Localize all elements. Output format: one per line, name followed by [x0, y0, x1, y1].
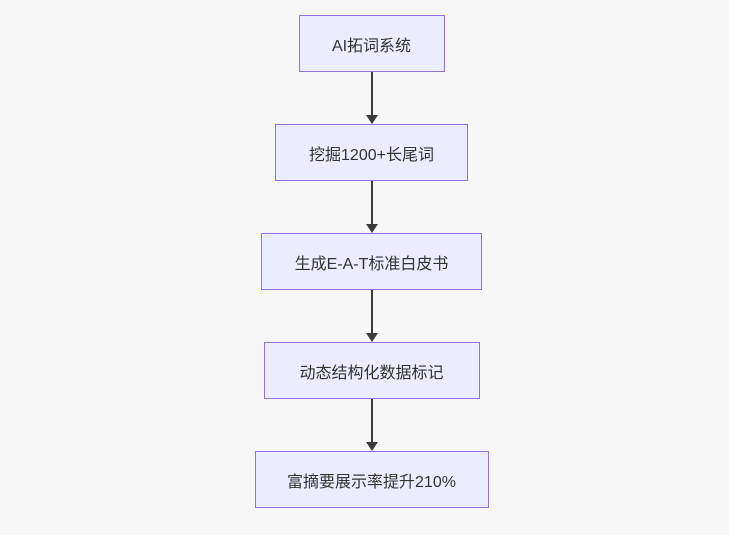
arrow-head-down-icon — [365, 224, 378, 233]
flow-node-rich-snippet-rate: 富摘要展示率提升210% — [254, 451, 489, 508]
flow-node-label: AI拓词系统 — [331, 37, 412, 55]
flowchart-canvas: AI拓词系统 挖掘1200+长尾词 生成E-A-T标准白皮书 动态结构化数据标记… — [7, 0, 729, 535]
flow-node-label: 挖掘1200+长尾词 — [309, 146, 434, 164]
arrow-line — [370, 290, 373, 337]
arrow-line — [370, 72, 373, 119]
arrow-head-down-icon — [365, 442, 378, 451]
arrow-line — [370, 399, 373, 446]
flow-node-longtail-keywords: 挖掘1200+长尾词 — [275, 124, 468, 181]
flow-node-structured-data-markup: 动态结构化数据标记 — [263, 342, 480, 399]
edge-arrow-3-4 — [365, 290, 379, 342]
arrow-head-down-icon — [365, 115, 378, 124]
flow-node-ai-word-expansion-system: AI拓词系统 — [298, 15, 445, 72]
flow-node-label: 动态结构化数据标记 — [299, 364, 444, 382]
flow-node-eat-whitepaper: 生成E-A-T标准白皮书 — [261, 233, 482, 290]
flow-node-label: 生成E-A-T标准白皮书 — [294, 255, 449, 273]
edge-arrow-2-3 — [365, 181, 379, 233]
edge-arrow-4-5 — [365, 399, 379, 451]
arrow-line — [370, 181, 373, 228]
arrow-head-down-icon — [365, 333, 378, 342]
flow-node-label: 富摘要展示率提升210% — [287, 473, 456, 491]
edge-arrow-1-2 — [365, 72, 379, 124]
